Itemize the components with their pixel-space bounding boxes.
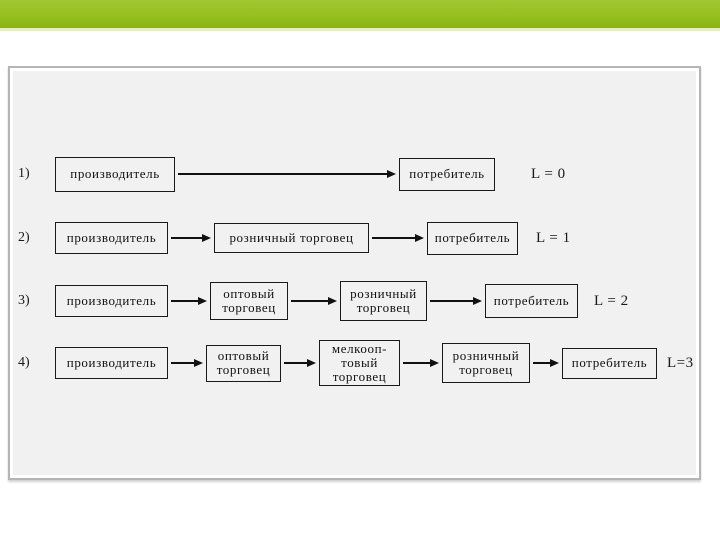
- top-accent-bar: [0, 0, 720, 28]
- flow-arrow: [430, 296, 482, 306]
- flow-arrow: [284, 358, 316, 368]
- arrow-head-icon: [307, 359, 316, 367]
- arrow-line: [171, 237, 205, 239]
- flow-arrow: [171, 358, 203, 368]
- flow-row-2: 2) производитель розничный торговец потреби…: [15, 215, 571, 261]
- node-label-line: розничный: [452, 348, 520, 363]
- arrow-line: [171, 362, 197, 364]
- row-number: 2): [18, 230, 30, 245]
- node-label-line: производитель: [66, 293, 157, 308]
- flow-node: производитель: [55, 285, 168, 317]
- node-label-line: торговец: [222, 300, 276, 315]
- row-number: 1): [18, 166, 30, 181]
- arrow-line: [403, 362, 433, 364]
- node-label-line: оптовый: [223, 286, 275, 301]
- node-label-line: производитель: [70, 166, 160, 181]
- arrow-head-icon: [415, 234, 424, 242]
- arrow-head-icon: [202, 234, 211, 242]
- level-label: L = 1: [536, 229, 571, 246]
- flow-arrow: [171, 233, 211, 243]
- node-label-line: торговец: [459, 362, 513, 377]
- arrow-line: [171, 300, 201, 302]
- node-label-line: оптовый: [217, 348, 270, 363]
- node-label-line: производитель: [66, 355, 157, 370]
- flow-node: производитель: [55, 347, 168, 379]
- flow-arrow: [533, 358, 559, 368]
- arrow-head-icon: [328, 297, 337, 305]
- flow-arrow: [403, 358, 439, 368]
- arrow-line: [284, 362, 310, 364]
- arrow-line: [178, 173, 390, 175]
- node-label-line: мелкооп-: [331, 341, 388, 356]
- arrow-head-icon: [198, 297, 207, 305]
- flow-row-1: 1) производитель потребитель L = 0: [15, 151, 566, 197]
- node-label-line: торговец: [356, 300, 411, 315]
- flow-node: потребитель: [427, 221, 518, 255]
- flow-arrow: [372, 233, 424, 243]
- flow-node: потребитель: [485, 284, 578, 318]
- arrow-head-icon: [430, 359, 439, 367]
- level-label: L = 0: [531, 165, 566, 182]
- node-label-line: потребитель: [493, 293, 570, 308]
- arrow-line: [430, 300, 476, 302]
- flow-node: потребитель: [399, 157, 495, 191]
- arrow-head-icon: [550, 359, 559, 367]
- node-label-line: производитель: [66, 230, 157, 245]
- arrow-line: [291, 300, 331, 302]
- flow-node: производитель: [55, 222, 168, 254]
- node-label-line: потребитель: [434, 230, 511, 245]
- flow-arrow: [178, 169, 396, 179]
- row-number: 4): [18, 355, 30, 370]
- row-number: 3): [18, 293, 30, 308]
- arrow-line: [372, 237, 418, 239]
- arrow-line: [533, 362, 553, 364]
- arrow-head-icon: [387, 170, 396, 178]
- node-label-line: розничный: [350, 286, 417, 301]
- node-label-line: торговец: [332, 369, 387, 384]
- level-label: L = 2: [594, 292, 629, 309]
- flow-node: потребитель: [562, 347, 657, 379]
- node-label-line: торговец: [216, 362, 271, 377]
- flow-node: розничный торговец: [214, 223, 369, 253]
- node-label-line: розничный торговец: [229, 230, 354, 245]
- flow-arrow: [291, 296, 337, 306]
- node-label-line: товый: [341, 355, 378, 370]
- arrow-head-icon: [194, 359, 203, 367]
- top-accent-strip: [0, 28, 720, 31]
- slide-panel: 1) производитель потребитель L = 0 2) произво…: [8, 66, 701, 480]
- node-label-line: потребитель: [409, 166, 485, 181]
- diagram-panel: 1) производитель потребитель L = 0 2) произво…: [13, 71, 696, 475]
- arrow-head-icon: [473, 297, 482, 305]
- flow-arrow: [171, 296, 207, 306]
- flow-node: производитель: [55, 156, 175, 192]
- node-label-line: потребитель: [571, 355, 648, 370]
- level-label: L=3: [667, 354, 694, 371]
